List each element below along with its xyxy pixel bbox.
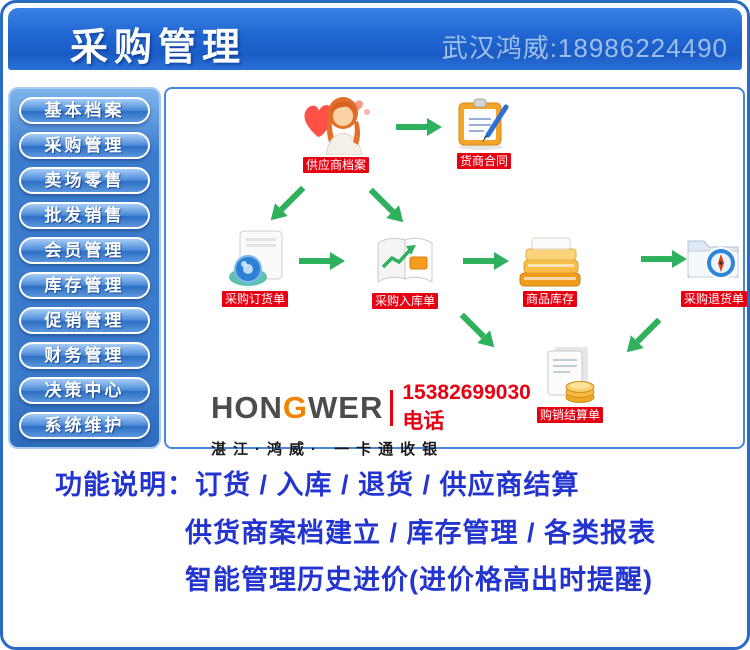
page-title: 采购管理 <box>70 27 247 69</box>
logo-divider <box>390 390 394 426</box>
sidebar-item-purchase[interactable]: 采购管理 <box>19 132 150 159</box>
contract-clipboard-icon <box>458 98 509 150</box>
sidebar-item-finance[interactable]: 财务管理 <box>19 342 150 369</box>
description-line-3: 智能管理历史进价(进价格高出时提醒) <box>185 565 653 595</box>
sidebar-item-promotion[interactable]: 促销管理 <box>19 307 150 334</box>
arrow-supplier-to-contract-icon <box>396 117 442 137</box>
header: 采购管理 武汉鸿威:18986224490 <box>8 8 742 70</box>
sidebar-item-basic-files[interactable]: 基本档案 <box>19 97 150 124</box>
sidebar-item-members[interactable]: 会员管理 <box>19 237 150 264</box>
flow-label-supplier-files[interactable]: 供应商档案 <box>302 157 370 173</box>
brand-o-mark: G <box>282 390 309 425</box>
inbound-ledger-icon <box>377 237 433 283</box>
sidebar-item-wholesale[interactable]: 批发销售 <box>19 202 150 229</box>
description-line-1: 功能说明：订货 / 入库 / 退货 / 供应商结算 <box>55 470 580 500</box>
arrow-return-to-settlement-icon <box>620 313 667 360</box>
flow-panel: 供应商档案 货商合同 采购订货单 采购入库单 商品库存 采购退货单 购销结算单 <box>164 87 747 458</box>
logo: HONGWER 15382699030电话 湛江·鸿威· 一卡通收银 <box>211 381 531 459</box>
arrow-inbound-to-settlement-icon <box>455 308 502 355</box>
supplier-avatar-icon <box>304 97 370 156</box>
sidebar: 基本档案 采购管理 卖场零售 批发销售 会员管理 库存管理 促销管理 财务管理 … <box>8 87 161 449</box>
arrow-order-to-inbound-icon <box>299 251 345 271</box>
flow-node-purchase-return[interactable] <box>684 231 742 292</box>
inventory-stack-icon <box>519 237 581 287</box>
flow-label-supplier-contract[interactable]: 货商合同 <box>456 153 512 169</box>
flow-label-product-inventory[interactable]: 商品库存 <box>522 291 578 307</box>
return-folder-icon <box>687 240 739 279</box>
flow-node-product-inventory[interactable] <box>516 233 584 294</box>
sidebar-item-system[interactable]: 系统维护 <box>19 412 150 439</box>
sidebar-item-decision[interactable]: 决策中心 <box>19 377 150 404</box>
arrow-supplier-to-inbound-icon <box>364 183 411 230</box>
flow-label-purchase-return[interactable]: 采购退货单 <box>680 291 747 307</box>
header-contact: 武汉鸿威:18986224490 <box>441 33 728 63</box>
brand-text: HONGWER <box>211 390 384 425</box>
logo-slogan: 湛江·鸿威· 一卡通收银 <box>211 441 445 458</box>
flow-label-purchase-settlement[interactable]: 购销结算单 <box>536 407 604 423</box>
flow-node-purchase-inbound[interactable] <box>372 227 438 294</box>
arrow-supplier-to-order-icon <box>264 181 311 228</box>
sidebar-item-inventory[interactable]: 库存管理 <box>19 272 150 299</box>
flow-node-supplier-files[interactable] <box>298 91 374 160</box>
arrow-inventory-to-return-icon <box>641 249 687 269</box>
logo-phone: 15382699030电话 <box>402 381 531 433</box>
sidebar-item-retail[interactable]: 卖场零售 <box>19 167 150 194</box>
order-document-icon <box>229 230 283 286</box>
settlement-coins-icon <box>547 347 595 403</box>
flow-label-purchase-inbound[interactable]: 采购入库单 <box>371 293 439 309</box>
arrow-inbound-to-inventory-icon <box>463 251 509 271</box>
flow-node-purchase-order[interactable] <box>224 229 286 294</box>
flow-label-purchase-order[interactable]: 采购订货单 <box>221 291 289 307</box>
flow-node-purchase-settlement[interactable] <box>542 345 598 410</box>
flow-node-supplier-contract[interactable] <box>454 97 512 156</box>
description-line-2: 供货商案档建立 / 库存管理 / 各类报表 <box>185 518 657 548</box>
